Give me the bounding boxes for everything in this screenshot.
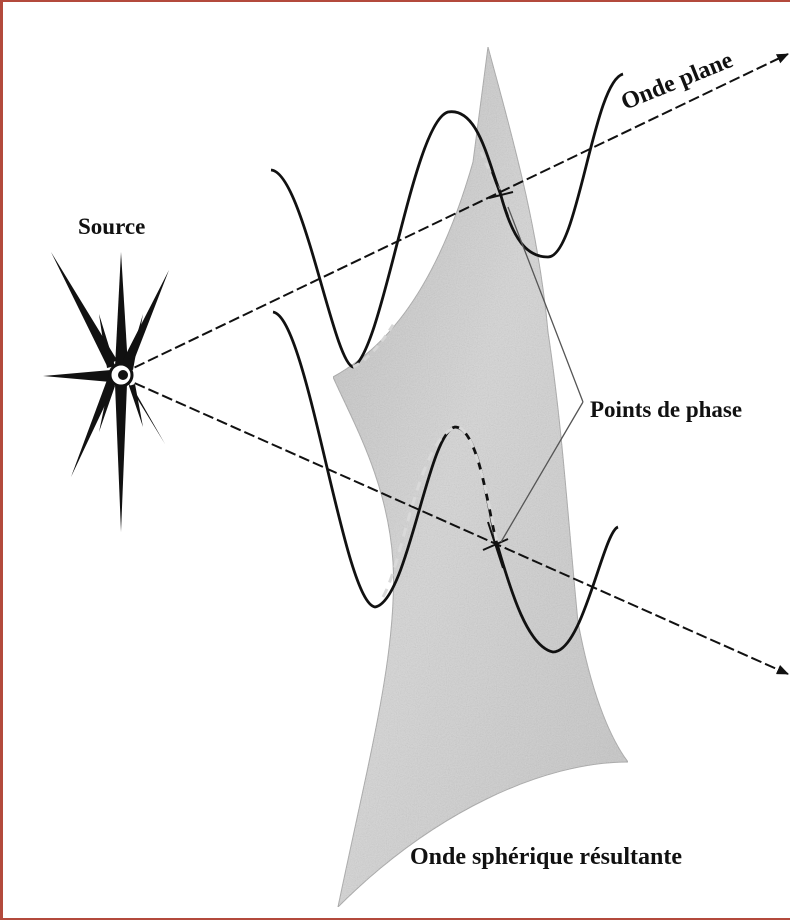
phase-points-label: Points de phase [590,397,742,422]
plane-wave-label: Onde plane [618,47,737,115]
source-label: Source [78,214,145,239]
wave-diagram: Source Onde plane Points de phase Onde s… [3,2,790,922]
spherical-wave-label: Onde sphérique résultante [410,844,682,870]
source-star-icon [43,252,169,532]
